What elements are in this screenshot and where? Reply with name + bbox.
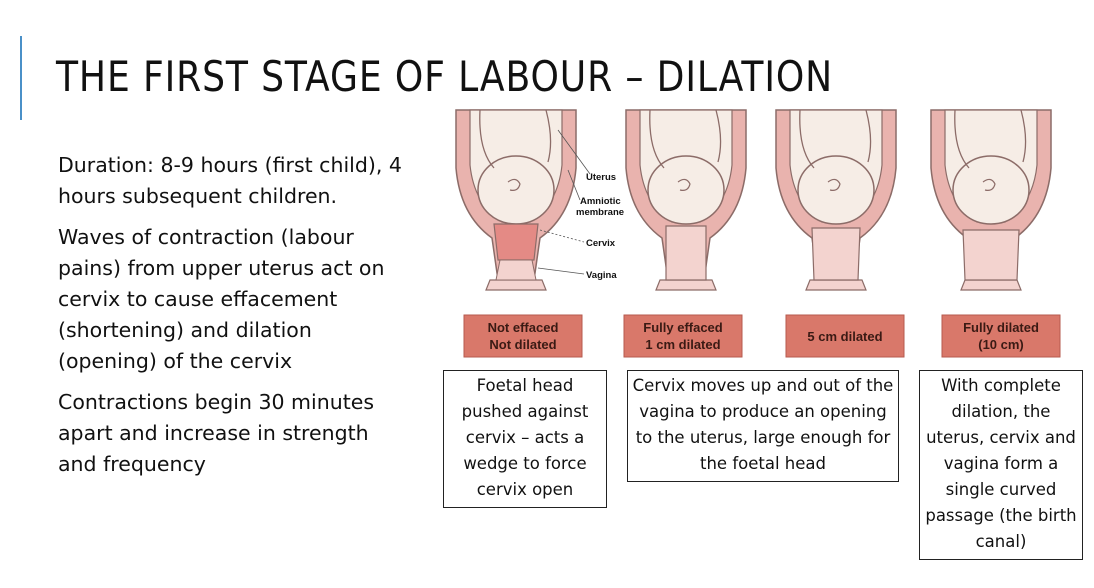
stage-4-line1: Fully dilated [963,320,1039,335]
stage-label-2: Fully effaced 1 cm dilated [623,314,743,358]
label-amniotic-1: Amniotic [580,196,621,207]
label-vagina: Vagina [586,270,617,281]
caption-foetal-head: Foetal head pushed against cervix – acts… [443,370,607,508]
stage-2-line2: 1 cm dilated [645,337,720,352]
slide-title: THE FIRST STAGE OF LABOUR – DILATION [56,52,834,101]
stage-4-diagram [930,109,1052,291]
label-amniotic-2: membrane [576,207,624,218]
stage-label-1: Not effaced Not dilated [463,314,583,358]
title-accent-bar [20,36,22,120]
stage-1-diagram [455,109,577,291]
bullet-duration: Duration: 8-9 hours (first child), 4 hou… [58,153,402,208]
anatomy-labels: Uterus Amniotic membrane Cervix Vagina [537,129,624,281]
bullet-frequency: Contractions begin 30 minutes apart and … [58,390,375,476]
bullet-contractions: Waves of contraction (labour pains) from… [58,225,385,373]
stage-3-line1: 5 cm dilated [807,329,882,344]
stage-2-line1: Fully effaced [643,320,723,335]
bullet-list: Duration: 8-9 hours (first child), 4 hou… [58,150,408,490]
caption-birth-canal: With complete dilation, the uterus, cerv… [919,370,1083,560]
stage-2-diagram [625,109,747,291]
caption-cervix-moves: Cervix moves up and out of the vagina to… [627,370,899,482]
stage-label-3: 5 cm dilated [785,314,905,358]
stage-1-line1: Not effaced [488,320,559,335]
stage-4-line2: (10 cm) [978,337,1024,352]
dilation-stages-figure: Uterus Amniotic membrane Cervix Vagina N… [455,109,1061,358]
stage-3-diagram [775,109,897,291]
label-uterus: Uterus [586,172,616,183]
label-cervix: Cervix [586,238,616,249]
stage-label-4: Fully dilated (10 cm) [941,314,1061,358]
stage-1-line2: Not dilated [489,337,556,352]
